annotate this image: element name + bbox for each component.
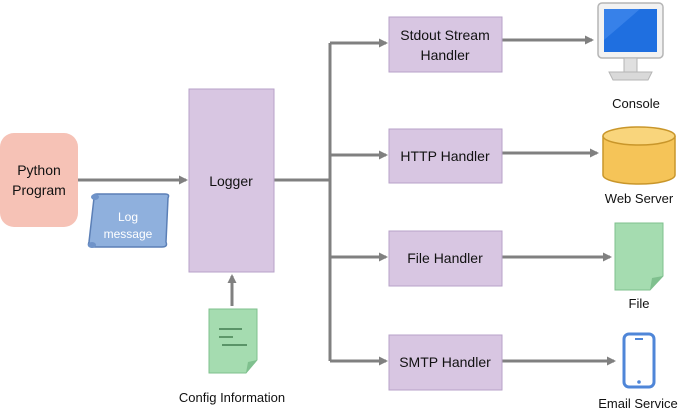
mobile-phone-icon <box>622 332 656 389</box>
file-destination-label: File <box>629 296 650 311</box>
log-message-label-line1: Log <box>118 210 138 224</box>
config-information-label: Config Information <box>179 390 285 405</box>
python-program-label-line1: Python <box>17 162 61 178</box>
file-document-icon <box>614 222 664 291</box>
logger-node: Logger <box>188 88 275 273</box>
monitor-icon <box>597 2 664 81</box>
connectors <box>78 35 616 366</box>
web-server-label: Web Server <box>605 191 674 206</box>
config-document-icon <box>208 308 258 374</box>
smtp-handler-node: SMTP Handler <box>388 334 503 391</box>
stdout-handler-label-line1: Stdout Stream <box>400 27 490 43</box>
python-program-node: Python Program <box>0 133 78 227</box>
python-program-label-line2: Program <box>12 182 66 198</box>
file-handler-node: File Handler <box>388 230 503 287</box>
log-message-label-line2: message <box>104 227 153 241</box>
log-message-scroll-icon: Log message <box>87 193 170 248</box>
stdout-stream-handler-node: Stdout Stream Handler <box>388 16 503 73</box>
smtp-handler-label: SMTP Handler <box>399 354 491 370</box>
http-handler-label: HTTP Handler <box>400 148 490 164</box>
email-service-label: Email Service <box>598 396 677 411</box>
stdout-handler-label-line2: Handler <box>420 47 469 63</box>
logger-label: Logger <box>209 173 253 189</box>
file-handler-label: File Handler <box>407 250 483 266</box>
database-icon <box>602 126 676 185</box>
console-label: Console <box>612 96 660 111</box>
http-handler-node: HTTP Handler <box>388 128 503 184</box>
